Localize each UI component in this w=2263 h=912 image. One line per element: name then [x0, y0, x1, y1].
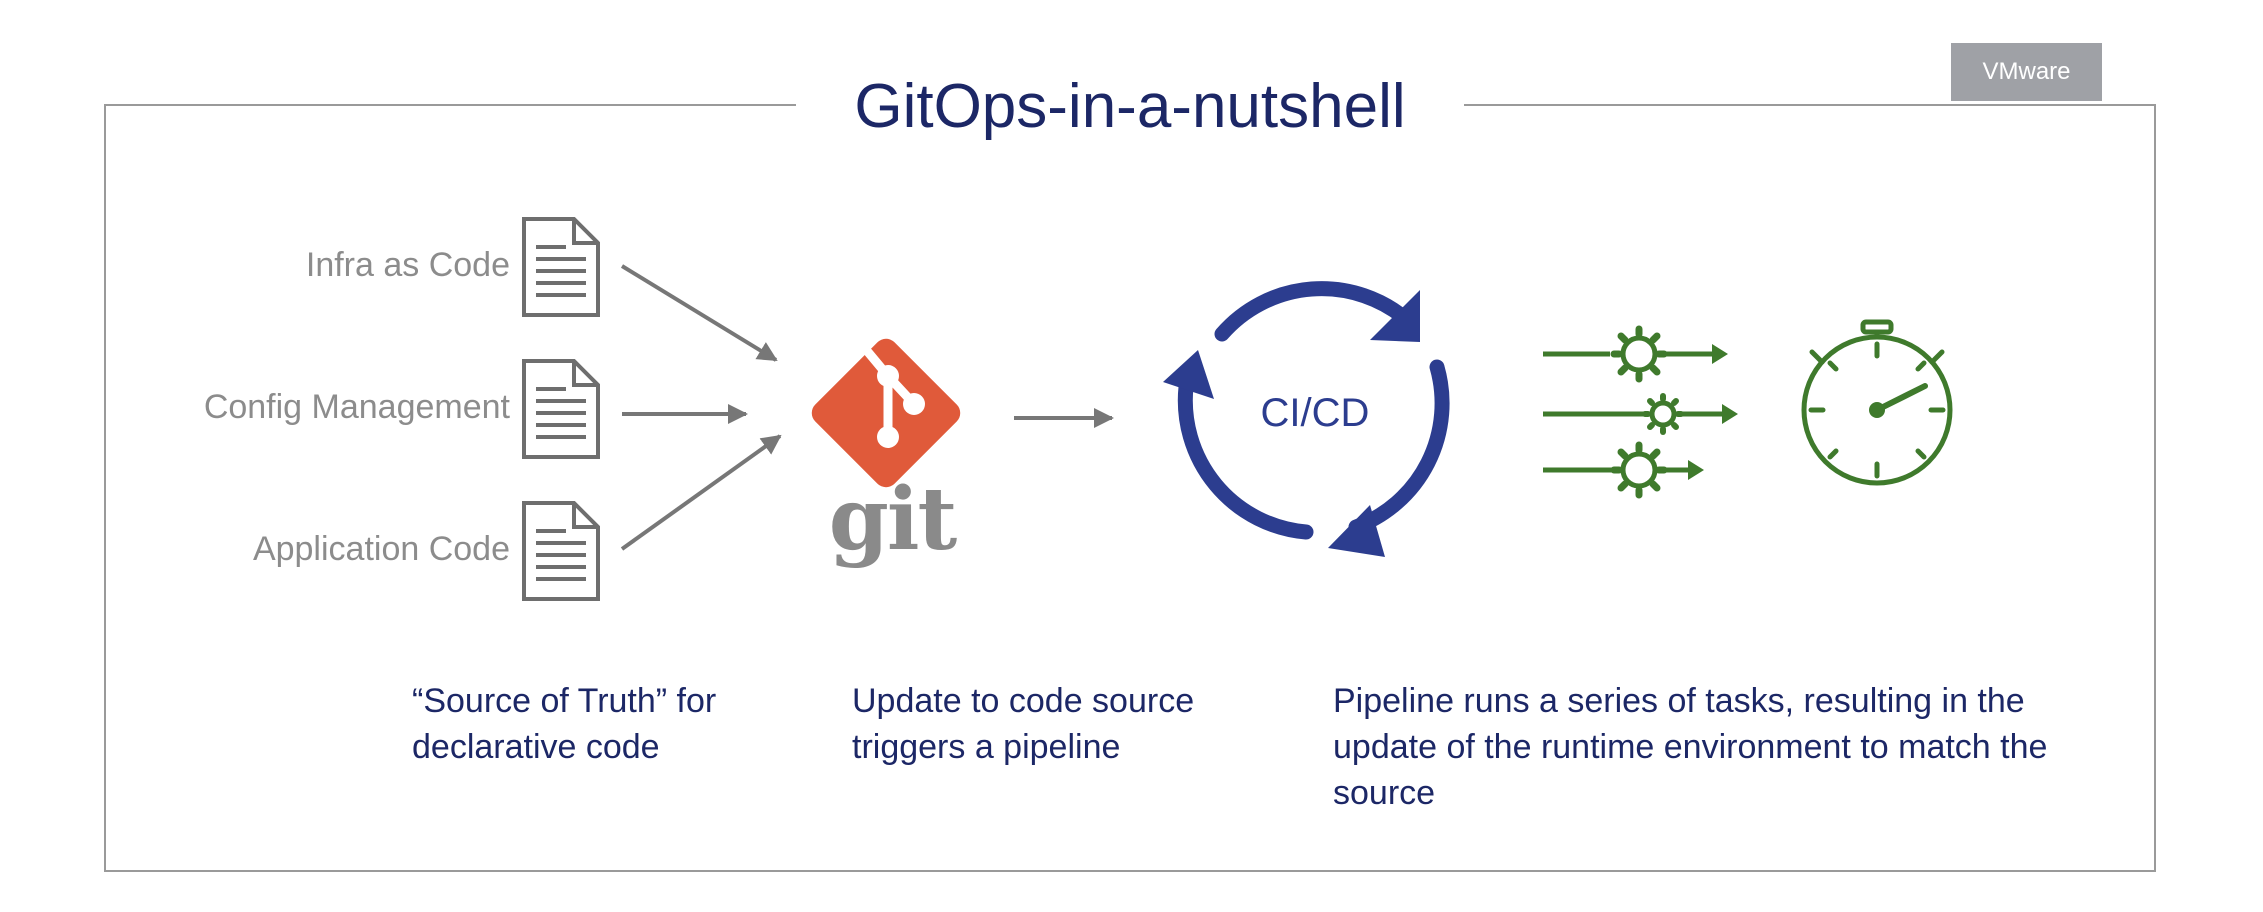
document-icon: [522, 501, 600, 601]
source-label-config: Config Management: [203, 388, 510, 426]
cycle-arrowhead-left: [1163, 350, 1214, 399]
cycle-arrows-icon: [1177, 281, 1450, 540]
caption-update-trigger: Update to code source triggers a pipelin…: [852, 682, 1195, 766]
arrow-infra-to-git: [620, 264, 778, 362]
vmware-badge: VMware: [1951, 43, 2102, 101]
git-wordmark: git: [828, 469, 958, 570]
cycle-arrowhead-top: [1370, 290, 1420, 342]
page-title: GitOps-in-a-nutshell: [796, 64, 1464, 150]
gears-arrows-icon: [1543, 325, 1738, 499]
stopwatch-icon: [1801, 319, 1953, 486]
source-label-infra: Infra as Code: [305, 246, 510, 284]
caption-pipeline-runs: Pipeline runs a series of tasks, resulti…: [1333, 682, 2048, 812]
caption-source-of-truth: “Source of Truth” for declarative code: [412, 682, 717, 766]
cycle-arrowhead-bottom: [1328, 505, 1385, 557]
document-icon: [522, 359, 600, 459]
document-icon: [522, 217, 600, 317]
git-logo-icon: [811, 338, 961, 488]
source-label-application: Application Code: [252, 530, 510, 568]
cicd-label: CI/CD: [1260, 391, 1370, 435]
arrow-app-to-git: [620, 434, 782, 551]
